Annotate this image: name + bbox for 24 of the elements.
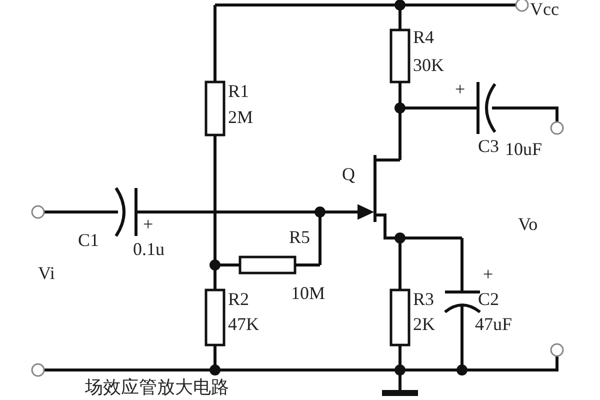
polarity-mark: + bbox=[143, 215, 154, 233]
component-label: 10uF bbox=[505, 140, 542, 158]
component-label: R2 bbox=[228, 290, 250, 308]
component-label: 10M bbox=[291, 284, 326, 302]
component-label: Vcc bbox=[530, 0, 559, 18]
component-label: C2 bbox=[478, 290, 500, 308]
polarity-mark: + bbox=[455, 80, 466, 98]
component-label: 2K bbox=[413, 315, 435, 333]
component-label: R3 bbox=[413, 290, 434, 308]
component-label: R4 bbox=[413, 28, 434, 46]
component-label: Vo bbox=[518, 215, 538, 233]
component-label: R1 bbox=[228, 82, 250, 100]
component-label: C3 bbox=[478, 137, 500, 155]
component-label: C1 bbox=[78, 231, 100, 249]
component-label: Q bbox=[342, 165, 355, 183]
component-label: 47K bbox=[228, 315, 259, 333]
component-label: 2M bbox=[228, 108, 254, 126]
component-label: R5 bbox=[289, 228, 310, 246]
component-label: Vi bbox=[38, 264, 55, 282]
component-label: 0.1u bbox=[133, 240, 164, 258]
polarity-mark: + bbox=[483, 265, 494, 283]
component-label: 47uF bbox=[475, 315, 512, 333]
component-label: 30K bbox=[413, 56, 444, 74]
diagram-caption: 场效应管放大电路 bbox=[85, 378, 229, 398]
